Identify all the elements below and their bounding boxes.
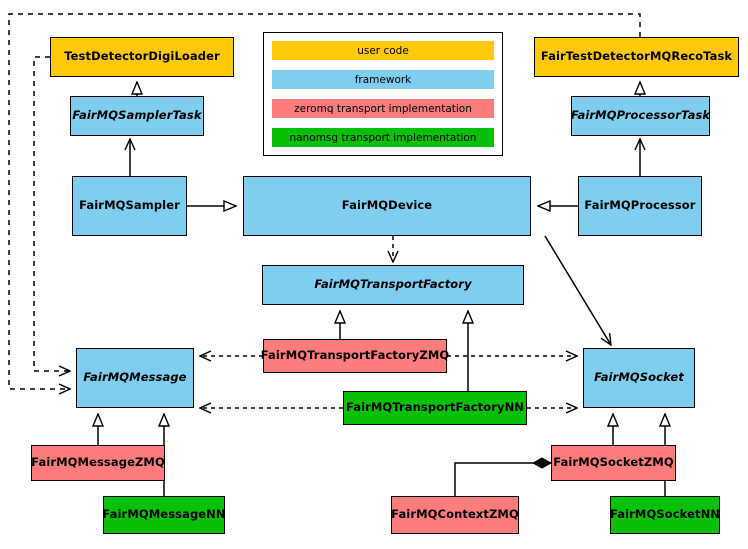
class-box-fairmqsamplertask[interactable]: FairMQSamplerTask — [70, 96, 204, 136]
class-box-fairmqmessagezmq[interactable]: FairMQMessageZMQ — [31, 445, 165, 481]
class-box-fairmqsocketzmq[interactable]: FairMQSocketZMQ — [551, 445, 676, 481]
class-box-fairmqcontextzmq[interactable]: FairMQContextZMQ — [391, 496, 519, 534]
legend-item-1: framework — [272, 70, 494, 89]
class-box-fairtestdetectormqrecotask[interactable]: FairTestDetectorMQRecoTask — [534, 37, 739, 77]
class-box-fairmqprocessor[interactable]: FairMQProcessor — [578, 176, 702, 236]
legend-item-0: user code — [272, 41, 494, 60]
class-box-fairmqmessagenn[interactable]: FairMQMessageNN — [102, 496, 226, 534]
class-box-fairmqsocket[interactable]: FairMQSocket — [583, 348, 695, 408]
class-box-fairmqprocessortask[interactable]: FairMQProcessorTask — [571, 96, 710, 136]
class-box-fairmqtransportfactory[interactable]: FairMQTransportFactory — [262, 265, 524, 305]
class-box-fairmqtransportfactoryzmq[interactable]: FairMQTransportFactoryZMQ — [261, 339, 449, 373]
class-box-testdetectordigiloader[interactable]: TestDetectorDigiLoader — [50, 37, 234, 77]
legend-item-3: nanomsg transport implementation — [272, 128, 494, 147]
class-box-fairmqtransportfactorynn[interactable]: FairMQTransportFactoryNN — [343, 391, 527, 425]
legend-item-2: zeromq transport implementation — [272, 99, 494, 118]
class-box-fairmqsocketnn[interactable]: FairMQSocketNN — [610, 496, 720, 534]
class-box-fairmqmessage[interactable]: FairMQMessage — [76, 348, 194, 408]
class-box-fairmqdevice[interactable]: FairMQDevice — [243, 176, 531, 236]
class-box-fairmqsampler[interactable]: FairMQSampler — [72, 176, 187, 236]
